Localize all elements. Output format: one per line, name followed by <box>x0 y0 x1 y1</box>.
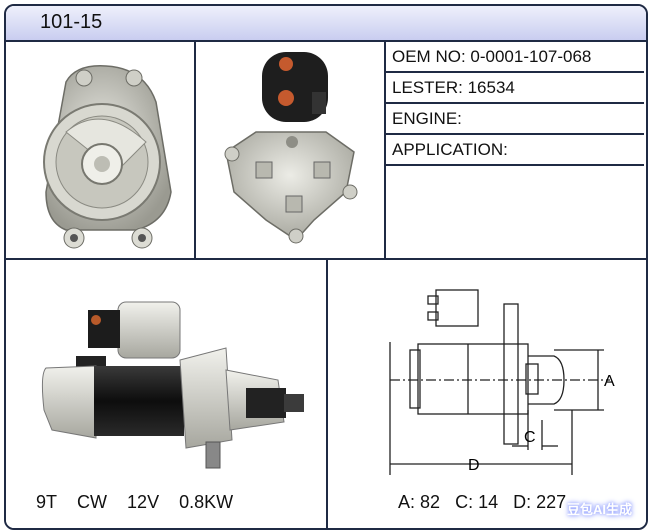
rotation-value: CW <box>77 492 108 512</box>
dim-label-a: A <box>604 373 615 390</box>
a-label: A: <box>398 492 416 512</box>
application-label: APPLICATION: <box>392 140 508 159</box>
oem-value: 0-0001-107-068 <box>470 47 592 66</box>
voltage-value: 12V <box>127 492 160 512</box>
a-value: 82 <box>420 492 441 512</box>
spec-row-engine: ENGINE: <box>386 104 644 135</box>
starter-front-view-image <box>43 65 172 249</box>
lester-value: 16534 <box>467 78 515 97</box>
teeth-value: 9T <box>36 492 58 512</box>
dim-label-c: C <box>524 429 536 446</box>
product-card: 101-15 <box>4 4 648 530</box>
c-label: C: <box>455 492 474 512</box>
starter-rear-view-image <box>224 52 358 244</box>
d-label: D: <box>513 492 532 512</box>
dimension-diagram-cell: A C D A: 82 C: 14 D: 227 <box>328 260 646 528</box>
dimension-values: A: 82 C: 14 D: 227 <box>398 492 566 513</box>
spec-row-oem: OEM NO: 0-0001-107-068 <box>386 42 644 73</box>
header-bar: 101-15 <box>6 6 646 42</box>
spec-row-lester: LESTER: 16534 <box>386 73 644 104</box>
power-value: 0.8KW <box>179 492 234 512</box>
engine-label: ENGINE: <box>392 109 462 128</box>
front-view-cell <box>6 42 196 260</box>
watermark: 豆包AI生成 <box>566 502 632 517</box>
spec-row-application: APPLICATION: <box>386 135 644 166</box>
oem-label: OEM NO: <box>392 47 466 66</box>
d-value: 227 <box>536 492 567 512</box>
side-view-cell: 9T CW 12V 0.8KW <box>6 260 328 528</box>
dimension-drawing: A C D <box>389 289 615 475</box>
c-value: 14 <box>478 492 499 512</box>
spec-line-left: 9T CW 12V 0.8KW <box>36 492 233 513</box>
dim-label-d: D <box>468 457 480 474</box>
lester-label: LESTER: <box>392 78 463 97</box>
rear-view-cell <box>196 42 386 260</box>
spec-table: OEM NO: 0-0001-107-068 LESTER: 16534 ENG… <box>386 42 646 260</box>
starter-side-view-image <box>41 301 304 469</box>
part-number-title: 101-15 <box>40 11 103 33</box>
